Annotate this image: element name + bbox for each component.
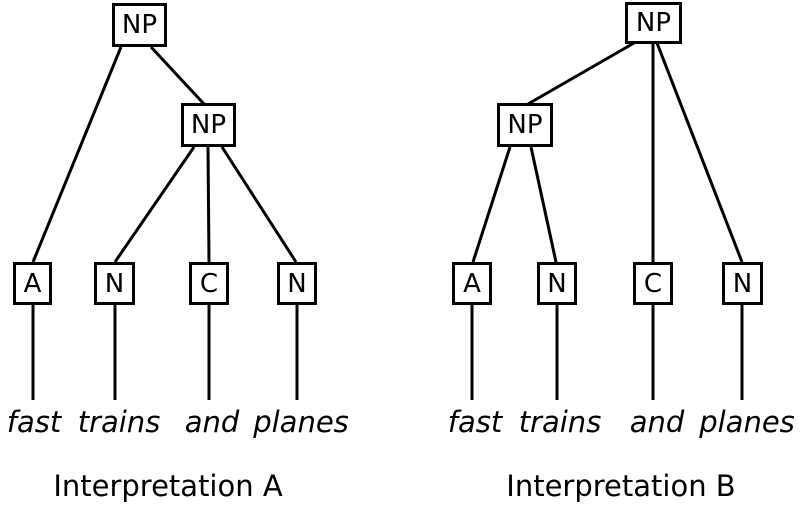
tree-b-inner-np-node: NP [497, 103, 553, 147]
tree-b-leaf-n2-node: N [722, 262, 763, 305]
tree-b-leaf-n1-node: N [537, 262, 577, 305]
tree-b-root-np-node: NP [625, 2, 682, 44]
tree-a-leaf-n2-node: N [277, 262, 317, 305]
tree-b-caption: Interpretation B [506, 469, 736, 503]
tree-a-inner-np-node: NP [181, 103, 236, 147]
tree-a-leaf-n1-node: N [94, 262, 135, 305]
tree-a-root-np-node: NP [112, 3, 167, 47]
tree-b-word-trains: trains [518, 405, 602, 439]
tree-a-word-trains: trains [77, 405, 161, 439]
tree-b-leaf-a-node: A [452, 262, 492, 305]
tree-a-word-fast: fast [6, 405, 62, 439]
tree-b-word-planes: planes [699, 405, 795, 439]
tree-a-caption: Interpretation A [53, 469, 283, 503]
tree-a-leaf-a-node: A [13, 262, 52, 305]
tree-b-word-and: and [629, 405, 685, 439]
tree-b-leaf-c-node: C [633, 262, 673, 305]
tree-a-leaf-c-node: C [189, 262, 229, 305]
tree-a-word-planes: planes [253, 405, 349, 439]
tree-a-word-and: and [184, 405, 240, 439]
tree-b-word-fast: fast [447, 405, 503, 439]
